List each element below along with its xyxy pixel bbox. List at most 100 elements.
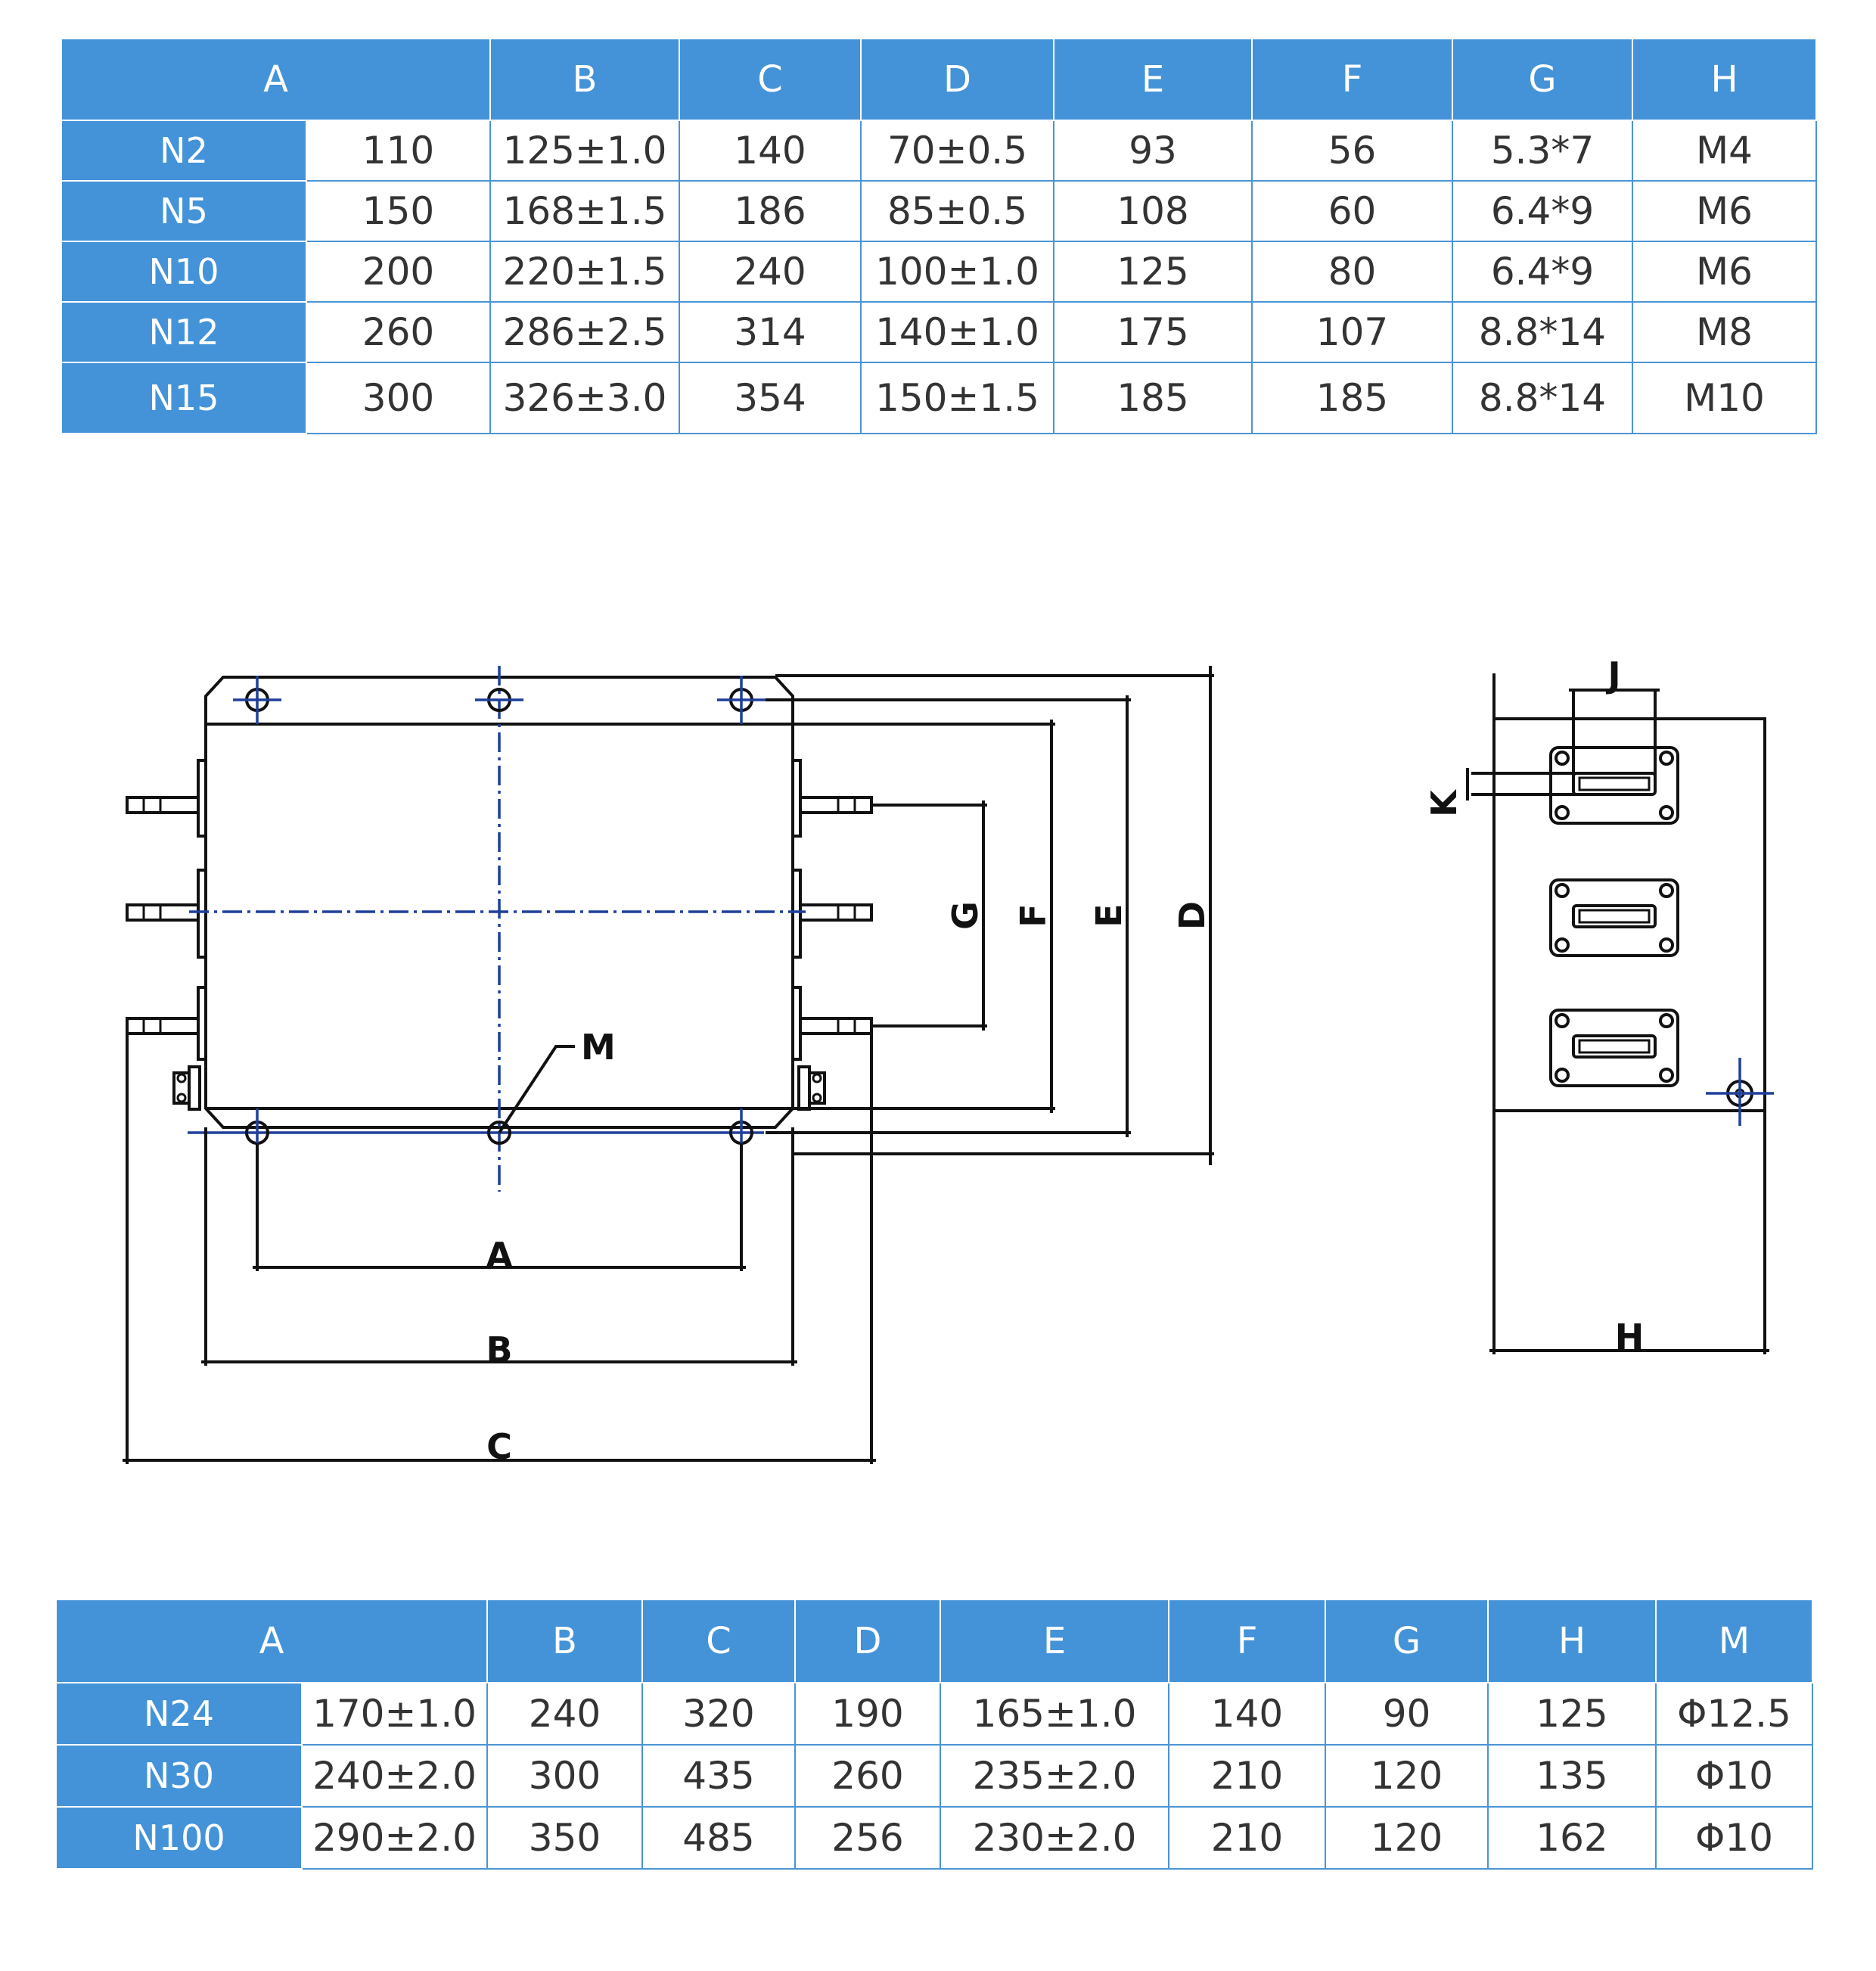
table-cell: 125 [1487,1682,1657,1746]
table-cell: 56 [1251,120,1453,182]
table-cell: 300 [306,362,491,434]
m-leader [498,1045,575,1134]
header-cell: A [55,1599,488,1683]
table-cell: 314 [679,301,862,363]
model-label: N12 [61,301,307,363]
table-cell: 140 [679,120,862,182]
table-row: N12 260 286±2.5 314 140±1.0 175 107 8.8*… [61,301,1817,363]
header-cell: G [1452,38,1633,121]
table-cell: 354 [679,362,862,434]
terminal-block [1549,746,1679,825]
table-cell: 240±2.0 [301,1744,488,1808]
model-label: N24 [55,1682,303,1746]
dimension-table-top: A B C D E F G H N2 110 125±1.0 140 70±0.… [61,38,1817,434]
table-cell: 90 [1325,1682,1489,1746]
header-cell: E [1053,38,1253,121]
table-cell: 100±1.0 [860,241,1054,303]
table-cell: 5.3*7 [1452,120,1633,182]
table-cell: 93 [1053,120,1253,182]
label-f: F [1013,903,1054,927]
table-cell: 8.8*14 [1452,362,1633,434]
side-body [1492,717,1766,1112]
table-cell: 175 [1053,301,1253,363]
header-cell: F [1168,1599,1326,1683]
label-j: J [1605,654,1620,695]
table-cell: 150 [306,180,491,242]
table-cell: 70±0.5 [860,120,1054,182]
table-cell: 185 [1251,362,1453,434]
label-b: B [486,1329,512,1370]
left-terminal [126,1017,200,1035]
table-cell: 85±0.5 [860,180,1054,242]
terminal-block [1549,1009,1679,1087]
table-cell: 260 [306,301,491,363]
model-label: N2 [61,120,307,182]
left-terminal [126,796,200,814]
table-row: N100 290±2.0 350 485 256 230±2.0 210 120… [55,1806,1813,1870]
model-label: N100 [55,1806,303,1870]
label-g: G [945,901,986,930]
ground-stud-right [797,1065,826,1111]
table-row: N2 110 125±1.0 140 70±0.5 93 56 5.3*7 M4 [61,120,1817,182]
table-cell: M10 [1632,362,1817,434]
table-cell: 150±1.5 [860,362,1054,434]
table-cell: 80 [1251,241,1453,303]
table-cell: 135 [1487,1744,1657,1808]
header-cell: D [794,1599,941,1683]
table-cell: 485 [641,1806,796,1870]
mounting-hole-bottom-center [487,1121,511,1145]
model-label: N10 [61,241,307,303]
table-cell: M6 [1632,180,1817,242]
terminal-block [1549,878,1679,957]
table-cell: 8.8*14 [1452,301,1633,363]
table-cell: 210 [1168,1744,1326,1808]
table-row: N15 300 326±3.0 354 150±1.5 185 185 8.8*… [61,362,1817,434]
table-cell: 140 [1168,1682,1326,1746]
table-cell: 125 [1053,241,1253,303]
right-terminal [799,903,873,922]
header-cell: E [940,1599,1169,1683]
header-cell: C [641,1599,796,1683]
table-cell: 220±1.5 [489,241,680,303]
table-cell: 230±2.0 [940,1806,1169,1870]
mounting-hole-top-center [475,688,523,712]
side-view: J K H [1424,654,1774,1357]
table-cell: 300 [486,1744,643,1808]
left-terminal [126,903,200,922]
table-row: N30 240±2.0 300 435 260 235±2.0 210 120 … [55,1744,1813,1808]
table-cell: 170±1.0 [301,1682,488,1746]
table-cell: 110 [306,120,491,182]
label-h: H [1615,1317,1645,1357]
table-cell: Φ10 [1655,1806,1813,1870]
table-cell: 120 [1325,1806,1489,1870]
table-cell: 120 [1325,1744,1489,1808]
table-row: N24 170±1.0 240 320 190 165±1.0 140 90 1… [55,1682,1813,1746]
table-row: N5 150 168±1.5 186 85±0.5 108 60 6.4*9 M… [61,180,1817,242]
table-cell: 320 [641,1682,796,1746]
table-cell: 125±1.0 [489,120,680,182]
table-cell: 186 [679,180,862,242]
header-cell: B [486,1599,643,1683]
table-cell: 240 [486,1682,643,1746]
label-e: E [1089,903,1129,927]
table-cell: 326±3.0 [489,362,680,434]
table-cell: 260 [794,1744,941,1808]
header-cell: A [61,38,491,121]
table-row: N10 200 220±1.5 240 100±1.0 125 80 6.4*9… [61,241,1817,303]
table-cell: M8 [1632,301,1817,363]
label-d: D [1172,901,1213,930]
table-cell: 185 [1053,362,1253,434]
table-cell: 286±2.5 [489,301,680,363]
table-cell: 290±2.0 [301,1806,488,1870]
model-label: N5 [61,180,307,242]
table-cell: 6.4*9 [1452,180,1633,242]
table-cell: 210 [1168,1806,1326,1870]
ground-stud-side [1706,1058,1774,1126]
table-cell: M6 [1632,241,1817,303]
header-cell: G [1325,1599,1489,1683]
header-cell: M [1655,1599,1813,1683]
table-cell: 435 [641,1744,796,1808]
table-cell: 240 [679,241,862,303]
table-cell: Φ10 [1655,1744,1813,1808]
